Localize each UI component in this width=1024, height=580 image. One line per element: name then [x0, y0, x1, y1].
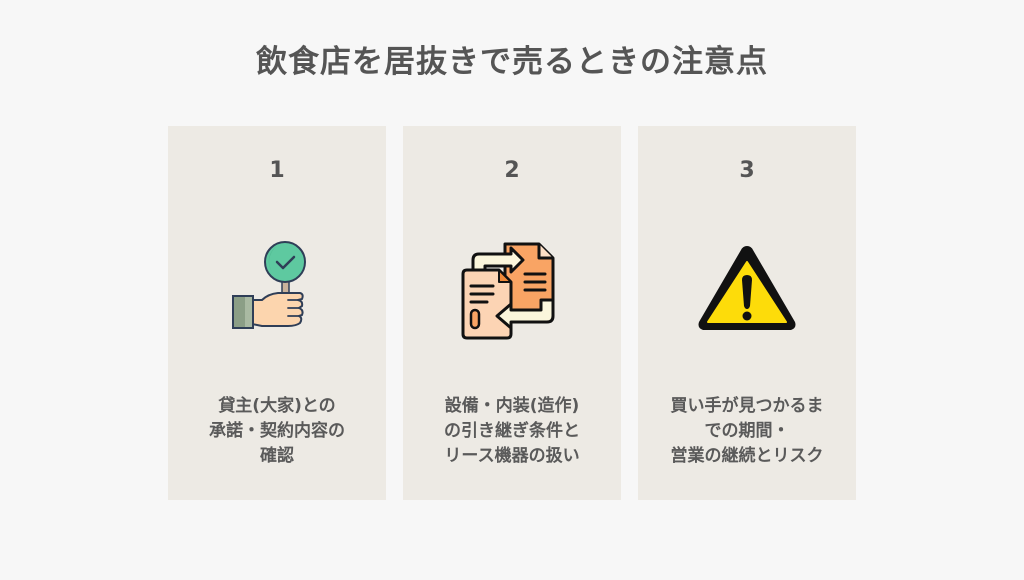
description-line: の引き継ぎ条件と: [444, 421, 580, 441]
description-line: での期間・: [704, 421, 790, 441]
card-number: 2: [504, 158, 520, 183]
card-2: 2 設備・内装(造作) の引き継ぎ条件と リース機器の扱い: [403, 126, 621, 500]
card-description: 設備・内装(造作) の引き継ぎ条件と リース機器の扱い: [403, 394, 621, 469]
description-line: 承諾・契約内容の: [209, 421, 345, 441]
hand-holding-check-sign-icon: [222, 238, 332, 348]
description-line: 貸主(大家)との: [218, 396, 336, 416]
description-line: 営業の継続とリスク: [670, 446, 824, 466]
description-line: 買い手が見つかるま: [670, 396, 824, 416]
page-title: 飲食店を居抜きで売るときの注意点: [256, 44, 768, 80]
card-description: 買い手が見つかるま での期間・ 営業の継続とリスク: [638, 394, 856, 469]
card-number: 1: [269, 158, 285, 183]
description-line: 確認: [260, 446, 294, 466]
card-number: 3: [739, 158, 755, 183]
card-description: 貸主(大家)との 承諾・契約内容の 確認: [168, 394, 386, 469]
card-3: 3 買い手が見つかるま での期間・ 営業の継続とリスク: [638, 126, 856, 500]
description-line: 設備・内装(造作): [444, 396, 580, 416]
card-1: 1 貸主(大家)との 承諾・契約内容の 確認: [168, 126, 386, 500]
warning-triangle-icon: [692, 238, 802, 348]
document-transfer-icon: [457, 238, 567, 348]
description-line: リース機器の扱い: [444, 446, 580, 466]
